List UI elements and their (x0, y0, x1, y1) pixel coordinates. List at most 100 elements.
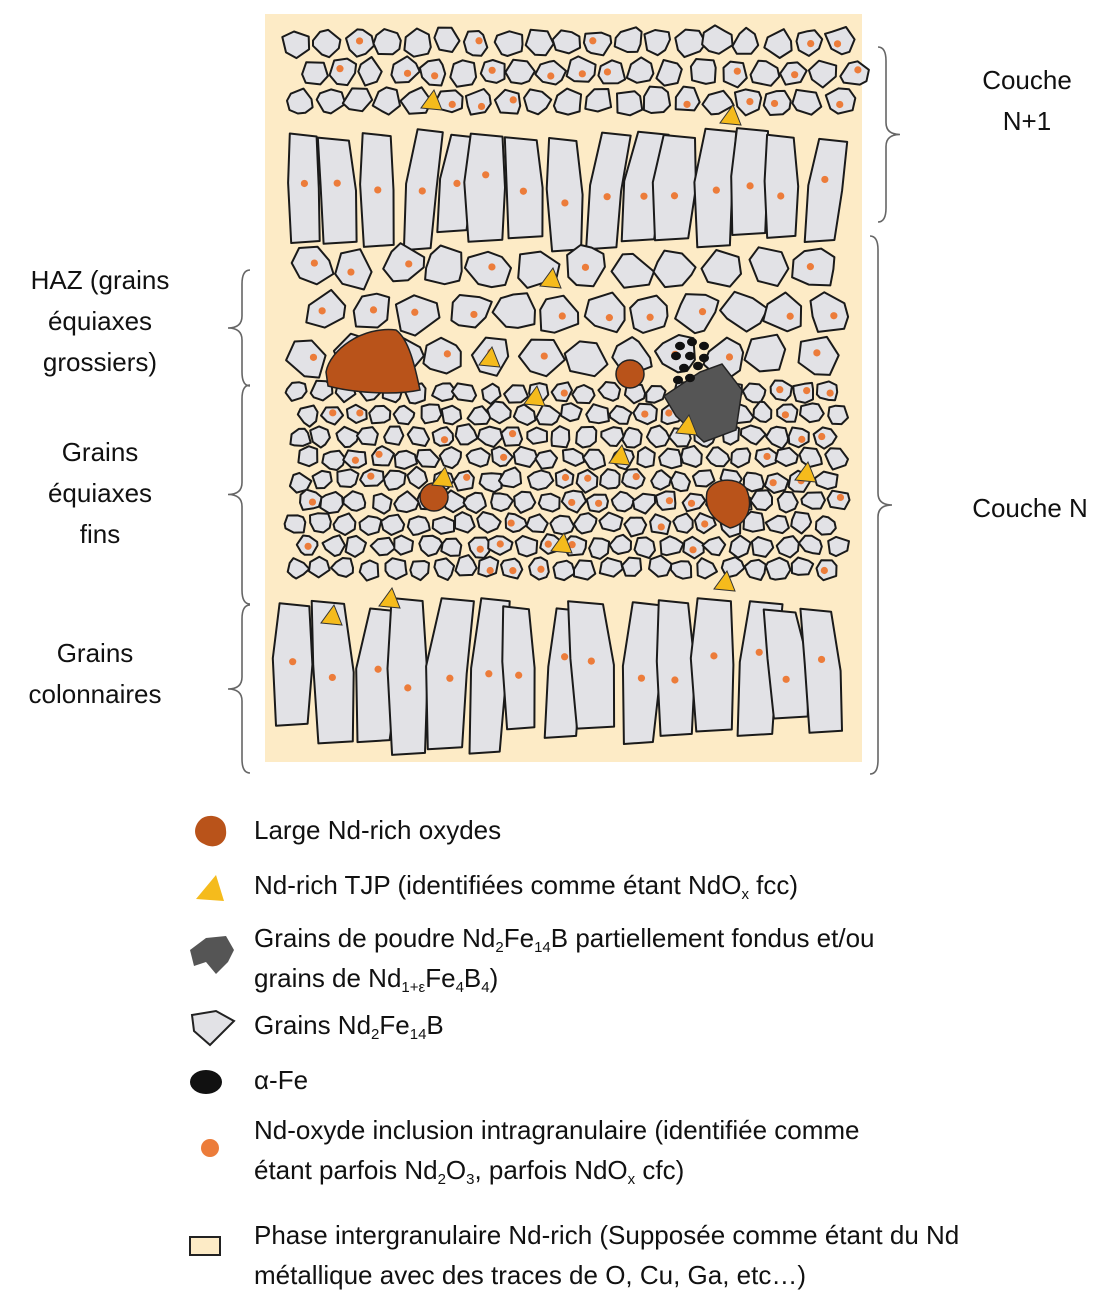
inclusion-dot (589, 37, 596, 44)
columnar-grain (288, 134, 320, 244)
grain (441, 539, 461, 556)
grain (478, 557, 498, 577)
inclusion-dot (329, 674, 336, 681)
grain-icon (186, 1005, 242, 1055)
inclusion-dot (671, 192, 678, 199)
inclusion-dot (604, 193, 611, 200)
alpha-fe-particle (673, 376, 683, 384)
inclusion-dot (453, 180, 460, 187)
legend-label-line: Grains Nd2Fe14B (254, 1005, 444, 1045)
inclusion-dot (633, 473, 640, 480)
inclusion-dot (370, 306, 377, 313)
inclusion-dot (756, 649, 763, 656)
inclusion-dot (405, 260, 412, 267)
inclusion-dot (683, 101, 690, 108)
grain (789, 428, 809, 448)
inclusion-dot (713, 187, 720, 194)
inclusion-dot (478, 103, 485, 110)
inclusion-dot (770, 479, 777, 486)
brace-couche-n-plus-1 (878, 47, 900, 222)
legend-label-line: Phase intergranulaire Nd-rich (Supposée … (254, 1215, 959, 1255)
inclusion-dot (319, 307, 326, 314)
legend-label-line: α-Fe (254, 1060, 308, 1100)
inclusion-dot (763, 453, 770, 460)
inclusion-dot (791, 71, 798, 78)
inclusion-dot (309, 498, 316, 505)
grain (574, 560, 595, 579)
grain (646, 386, 665, 403)
inclusion-dot (803, 387, 810, 394)
inclusion-dot (310, 354, 317, 361)
grain (693, 470, 715, 486)
grain (433, 517, 454, 534)
legend-label: Grains de poudre Nd2Fe14B partiellement … (254, 918, 875, 998)
inclusion-dot (734, 68, 741, 75)
grain (793, 383, 813, 403)
inclusion-dot (782, 411, 789, 418)
inclusion-dot (541, 352, 548, 359)
inclusion-dot (771, 100, 778, 107)
legend-item: Grains de poudre Nd2Fe14B partiellement … (186, 918, 1100, 968)
inclusion-dot (665, 409, 672, 416)
inclusion-dot (606, 314, 613, 321)
large-nd-oxide (616, 360, 644, 388)
columnar-grain (653, 135, 696, 240)
alpha-fe-icon-wrap (186, 1060, 242, 1110)
grain (576, 427, 596, 448)
alpha-fe-particle (685, 352, 695, 360)
inclusion-dot (367, 473, 374, 480)
inclusion-dot (582, 264, 589, 271)
grain (310, 513, 331, 532)
inclusion-dot (497, 540, 504, 547)
alpha-fe-particle (685, 374, 695, 382)
inclusion-dot (834, 40, 841, 47)
inclusion-dot (537, 566, 544, 573)
inclusion-dot (431, 72, 438, 79)
legend-item: Phase intergranulaire Nd-rich (Supposée … (186, 1215, 1100, 1265)
grain (801, 492, 825, 508)
inclusion-dot (821, 567, 828, 574)
legend-label-line: métallique avec des traces de O, Cu, Ga,… (254, 1255, 959, 1295)
grain (298, 446, 317, 466)
inclusion-dot (699, 308, 706, 315)
grain (828, 406, 848, 424)
columnar-grain (502, 606, 534, 729)
inclusion-dot (374, 186, 381, 193)
inclusion-dot (688, 500, 695, 507)
tjp-triangle-icon (186, 865, 242, 915)
inclusion-dot (336, 65, 343, 72)
alpha-fe-particle (693, 362, 703, 370)
large-nd-oxide (420, 483, 448, 511)
inclusion-dot (561, 653, 568, 660)
grain (622, 428, 641, 448)
grain (644, 87, 670, 113)
legend-label-line: Nd-rich TJP (identifiées comme étant NdO… (254, 865, 798, 905)
legend-label: Nd-rich TJP (identifiées comme étant NdO… (254, 865, 798, 905)
inclusion-dot (446, 675, 453, 682)
inclusion-dot (777, 192, 784, 199)
inclusion-dot (470, 311, 477, 318)
label-grains-equiaxes-fins: Grains équiaxes fins (20, 432, 180, 555)
grain (360, 516, 382, 535)
columnar-grain (464, 134, 505, 242)
inclusion-dot (485, 670, 492, 677)
inclusion-dot (830, 312, 837, 319)
grain (743, 384, 766, 403)
inclusion-dot (640, 193, 647, 200)
alpha-fe-particle (671, 352, 681, 360)
legend-label-line: Nd-oxyde inclusion intragranulaire (iden… (254, 1110, 860, 1150)
grain (589, 538, 609, 559)
label-grains-colonnaires: Grains colonnaires (5, 633, 185, 715)
inclusion-dot (547, 72, 554, 79)
legend-label-line: étant parfois Nd2O3, parfois NdOx cfc) (254, 1150, 860, 1190)
grain (464, 31, 487, 56)
inclusion-dot (579, 70, 586, 77)
legend-item: Large Nd-rich oxydes (186, 810, 1100, 860)
inclusion-dot (374, 666, 381, 673)
inclusion-dot (561, 389, 568, 396)
inclusion-dot (489, 67, 496, 74)
inclusion-dot (641, 410, 648, 417)
grain (550, 516, 574, 535)
grain (442, 406, 462, 425)
columnar-grain (388, 598, 428, 755)
